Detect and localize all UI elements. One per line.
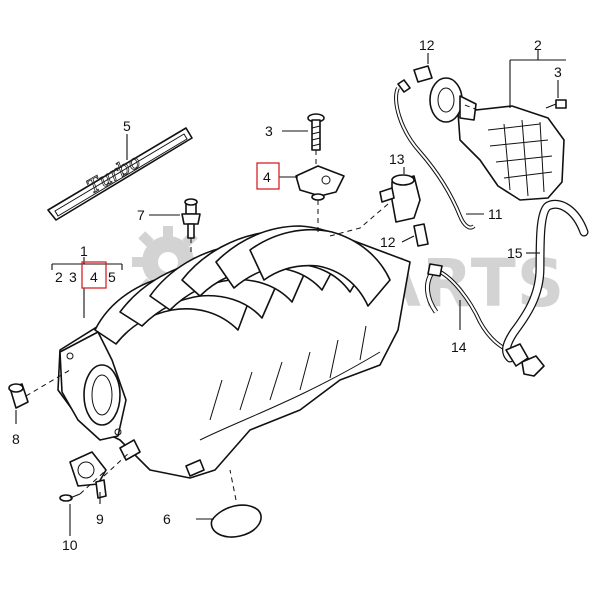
vacuum-line-part <box>394 79 476 230</box>
callout-11: 11 <box>488 206 503 222</box>
bolt-part <box>307 113 325 151</box>
callouts: 1 2 3 4 5 2 3 3 4 5 6 7 8 9 10 11 12 12 … <box>12 37 562 553</box>
callout-13: 13 <box>389 151 405 167</box>
callout-1: 1 <box>80 243 88 259</box>
callout-12-mid: 12 <box>380 234 396 250</box>
vent-hose-part <box>425 263 512 354</box>
assembly-lines <box>25 103 479 501</box>
callout-15: 15 <box>507 245 523 261</box>
leader-lines <box>15 50 566 536</box>
callout-1-sub-5: 5 <box>108 269 116 285</box>
callout-8: 8 <box>12 431 20 447</box>
callout-2: 2 <box>534 37 542 53</box>
screw-part <box>59 493 81 502</box>
callout-4: 4 <box>263 169 271 185</box>
intake-manifold-part <box>57 225 411 479</box>
gasket-part <box>210 504 262 538</box>
solenoid-valve-part <box>379 174 429 247</box>
callout-9: 9 <box>96 511 104 527</box>
actuator-bracket-part <box>413 65 565 201</box>
callout-12-top: 12 <box>419 37 435 53</box>
callout-14: 14 <box>451 339 467 355</box>
highlight-box-4-sub <box>81 261 107 289</box>
sensor-part <box>181 198 201 239</box>
callout-3-top: 3 <box>265 123 273 139</box>
callout-7: 7 <box>137 207 145 223</box>
cap-part <box>8 383 29 409</box>
highlight-box-4-top <box>256 162 280 190</box>
turbo-badge-part: Turbo <box>47 127 193 221</box>
callout-6: 6 <box>163 511 171 527</box>
bracket-screw-part <box>545 99 567 109</box>
callout-5: 5 <box>123 118 131 134</box>
temperature-sensor-part <box>69 451 107 499</box>
callout-3-right: 3 <box>554 64 562 80</box>
callout-1-sub-2: 2 <box>55 269 63 285</box>
callout-10: 10 <box>62 537 78 553</box>
breather-hose-part <box>502 199 589 377</box>
badge-text: Turbo <box>84 150 145 198</box>
bracket-part <box>295 165 345 201</box>
callout-1-sub-4: 4 <box>90 269 98 285</box>
callout-1-sub-3: 3 <box>69 269 77 285</box>
